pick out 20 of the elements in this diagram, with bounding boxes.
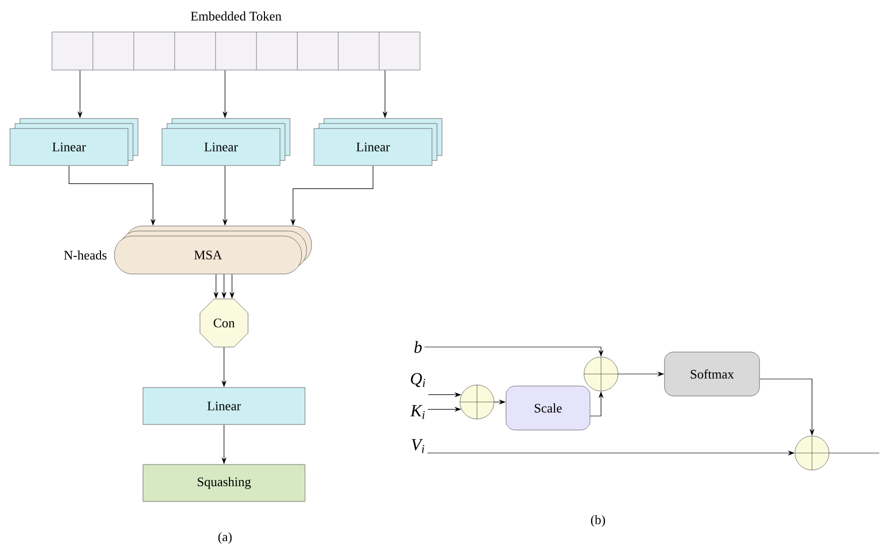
sum-circle [794, 436, 830, 470]
input-symbol: b [414, 341, 422, 353]
linear-box: Linear [10, 118, 138, 166]
octagon: Con [200, 298, 248, 348]
input-symbol: Q$_{i}$ [410, 373, 426, 388]
sum-circle [460, 384, 494, 420]
input-symbol: V$_{i}$ [412, 439, 424, 453]
scale-box: Scale [506, 386, 590, 430]
panel-label: (a) [218, 532, 232, 544]
side-label: N-heads [64, 250, 106, 260]
input-symbol: K$_{i}$ [410, 405, 425, 419]
sum-circle [584, 356, 618, 392]
panel-label: (b) [591, 515, 606, 527]
linear-box: Linear [162, 118, 290, 166]
heading: Embedded Token [190, 11, 282, 21]
squashing-box: Squashing [142, 464, 306, 502]
linear-box: Linear [142, 387, 306, 425]
linear-box: Linear [314, 118, 442, 166]
softmax-box: Softmax [664, 352, 760, 396]
msa-box: MSA [114, 226, 312, 274]
